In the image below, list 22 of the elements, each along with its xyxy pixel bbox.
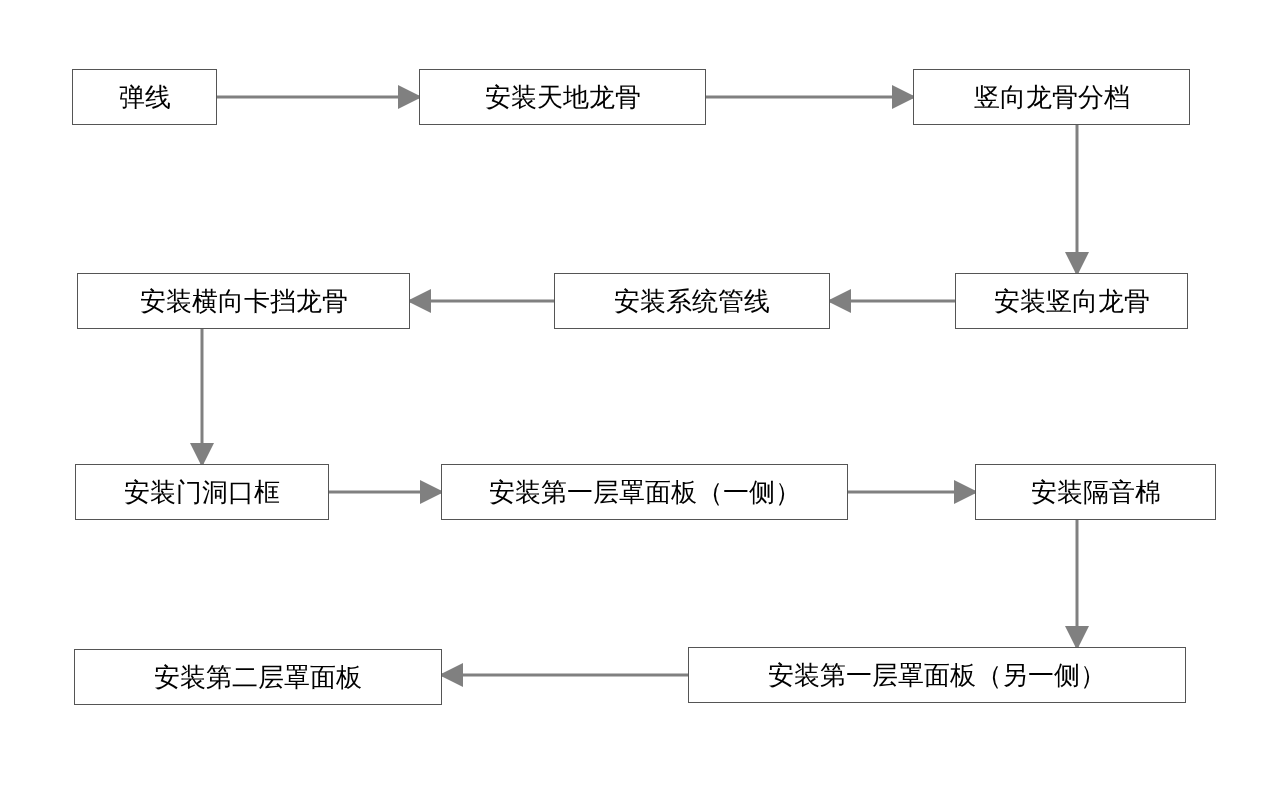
process-box (419, 69, 706, 125)
process-box (75, 464, 329, 520)
process-box (72, 69, 217, 125)
process-box (74, 649, 442, 705)
process-box (554, 273, 830, 329)
step-label: 竖向龙骨分档 (973, 80, 1130, 114)
step-label: 安装横向卡挡龙骨 (139, 284, 348, 318)
step-label: 安装隔音棉 (1030, 475, 1161, 509)
step-label: 安装系统管线 (614, 284, 770, 318)
process-box (441, 464, 848, 520)
process-box (77, 273, 410, 329)
step-label: 安装第一层罩面板（另一侧） (768, 658, 1106, 692)
step-label: 安装第二层罩面板 (154, 660, 362, 694)
step-label: 弹线 (118, 80, 171, 114)
process-box (913, 69, 1190, 125)
process-box (955, 273, 1188, 329)
step-label: 安装竖向龙骨 (993, 284, 1150, 318)
step-label: 安装门洞口框 (124, 475, 280, 509)
process-box (975, 464, 1216, 520)
step-label: 安装第一层罩面板（一侧） (488, 475, 801, 509)
step-label: 安装天地龙骨 (484, 80, 641, 114)
process-box (688, 647, 1186, 703)
